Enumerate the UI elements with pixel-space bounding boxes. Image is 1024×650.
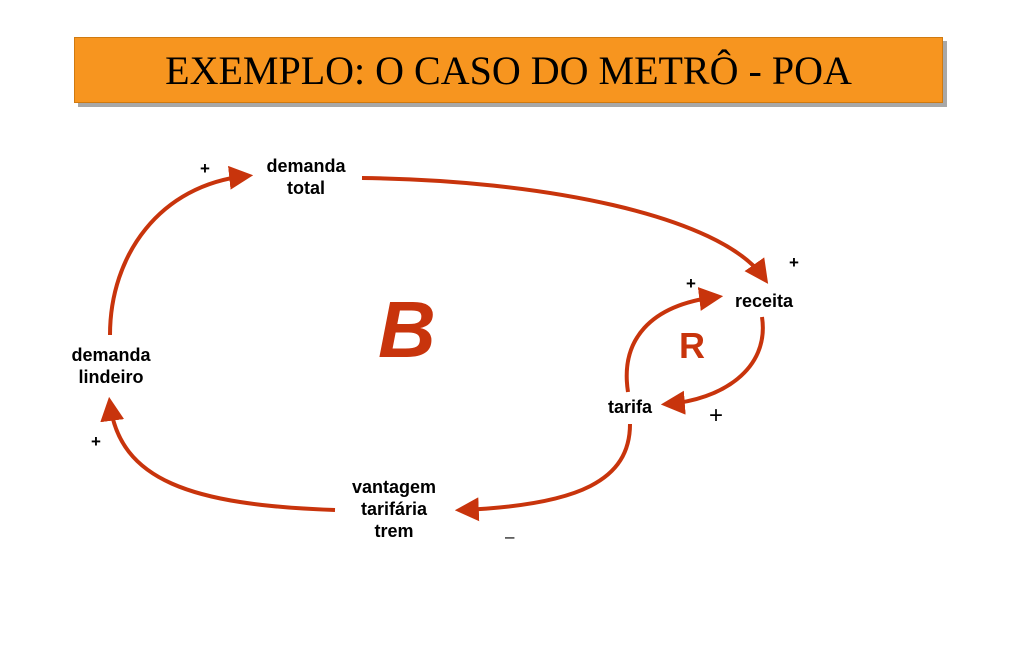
node-demanda-total-line2: total xyxy=(287,178,325,198)
arrow-total-to-receita xyxy=(361,176,769,284)
title-banner: EXEMPLO: O CASO DO METRÔ - POA xyxy=(74,37,943,103)
arrow-tarifa-to-vantagem xyxy=(454,423,632,522)
loop-label-reinforcing: R xyxy=(679,325,705,366)
loop-label-balancing: B xyxy=(378,285,436,374)
sign-to-demanda-total: + xyxy=(200,159,210,178)
node-demanda-total-line1: demanda xyxy=(266,156,346,176)
node-vantagem-tarifaria-trem: vantagem tarifária trem xyxy=(338,476,450,542)
node-receita-line1: receita xyxy=(734,291,794,311)
page-title: EXEMPLO: O CASO DO METRÔ - POA xyxy=(165,47,852,93)
arrow-receita-to-tarifa xyxy=(660,316,765,415)
arrow-lindeiro-to-total xyxy=(108,165,254,336)
node-tarifa: tarifa xyxy=(598,396,662,418)
node-demanda-total: demanda total xyxy=(256,155,356,199)
node-vantagem-line1: vantagem xyxy=(351,477,437,497)
sign-to-tarifa: + xyxy=(709,402,724,429)
node-demanda-lindeiro: demanda lindeiro xyxy=(58,344,164,388)
sign-to-vantagem: – xyxy=(505,527,515,546)
sign-to-receita-from-total: + xyxy=(789,253,799,272)
node-demanda-lindeiro-line2: lindeiro xyxy=(78,367,144,387)
sign-to-receita-from-tarifa: + xyxy=(686,274,696,293)
sign-to-demanda-lindeiro: + xyxy=(91,432,101,451)
node-receita: receita xyxy=(724,290,804,312)
node-vantagem-line3: trem xyxy=(374,521,414,541)
node-vantagem-line2: tarifária xyxy=(360,499,428,519)
arrow-vantagem-to-lindeiro xyxy=(100,396,336,512)
node-demanda-lindeiro-line1: demanda xyxy=(71,345,151,365)
arrow-tarifa-to-receita xyxy=(624,287,724,393)
node-tarifa-line1: tarifa xyxy=(607,397,652,417)
